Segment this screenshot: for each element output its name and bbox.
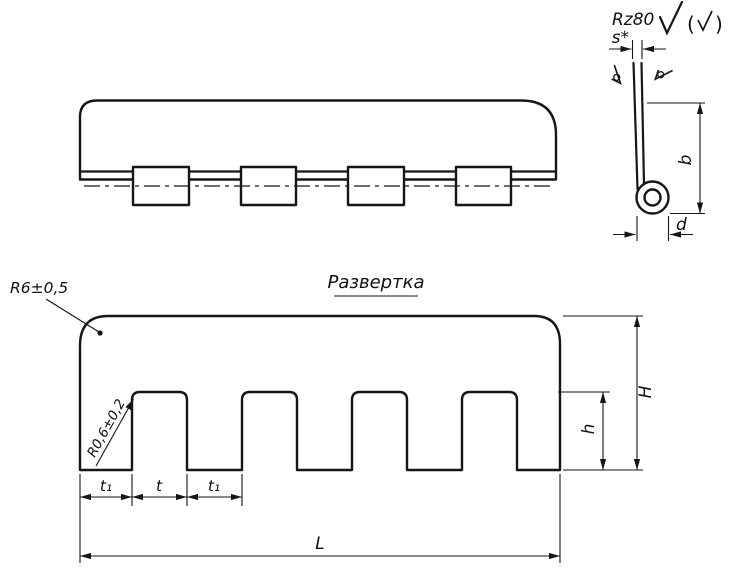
profile-right-edge — [640, 61, 646, 186]
paren-open: ( — [687, 12, 695, 36]
t-dim-label: t — [156, 477, 163, 495]
d-dim-label: d — [676, 215, 687, 235]
h-cap-dim-label: H — [636, 385, 656, 398]
roughness-check-icon — [658, 0, 684, 36]
l-dim-label: L — [315, 534, 324, 554]
corner-radius-label: R6±0,5 — [10, 279, 68, 297]
surface-mark-icon — [611, 64, 622, 85]
roughness-check-small-icon — [697, 10, 713, 32]
section-view: Rz80 ( ) s* b d — [609, 0, 723, 241]
surface-mark-icon — [653, 69, 673, 81]
development-view: Развертка R6±0,5 R0,6±0,2 t₁ t t₁ L H — [10, 272, 656, 563]
notch-radius-leader — [95, 398, 134, 467]
corner-radius-leader — [45, 298, 100, 333]
t1-dim-label: t₁ — [100, 477, 112, 495]
curl-inner-circle — [643, 188, 662, 207]
side-view — [78, 99, 558, 207]
h-dim-label: h — [579, 424, 599, 435]
corner-radius-leader-dot — [97, 330, 103, 336]
profile-left-edge — [632, 61, 639, 191]
roughness-label: Rz80 — [612, 10, 654, 30]
development-title: Развертка — [328, 272, 425, 293]
s-dim-label: s* — [612, 28, 629, 48]
b-dim-label: b — [676, 155, 696, 166]
side-view-body — [78, 99, 558, 181]
development-outline — [78, 314, 562, 472]
t1-dim-label: t₁ — [208, 477, 220, 495]
paren-close: ) — [715, 12, 723, 36]
